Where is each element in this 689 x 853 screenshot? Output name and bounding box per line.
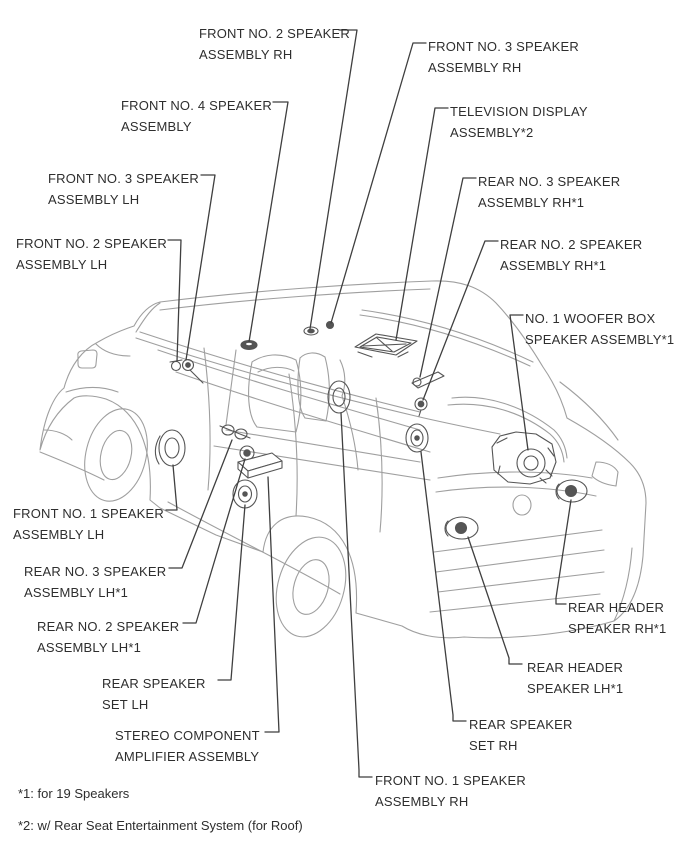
front-no1-speaker-lh-label-line: ASSEMBLY LH (13, 527, 105, 542)
front-no3-speaker-rh-label: FRONT NO. 3 SPEAKER ASSEMBLY RH (428, 36, 579, 78)
rear-header-speaker-rh-label-line: SPEAKER RH*1 (568, 621, 667, 636)
front-no1-speaker-rh-label-line: ASSEMBLY RH (375, 794, 469, 809)
rear-header-speaker-lh-label: REAR HEADER SPEAKER LH*1 (527, 657, 623, 699)
front-no1-speaker-lh-label: FRONT NO. 1 SPEAKER ASSEMBLY LH (13, 503, 164, 545)
front-no3-speaker-lh-label-line: ASSEMBLY LH (48, 192, 140, 207)
rear-speaker-set-lh-label-line: REAR SPEAKER (102, 676, 206, 691)
front-no1-speaker-lh-label-line: FRONT NO. 1 SPEAKER (13, 506, 164, 521)
rear-header-speaker-lh-icon (444, 516, 479, 540)
footnote-2: *2: w/ Rear Seat Entertainment System (f… (18, 818, 303, 833)
rear-no2-speaker-lh-label-line: ASSEMBLY LH*1 (37, 640, 142, 655)
rear-no2-speaker-lh-label-line: REAR NO. 2 SPEAKER (37, 619, 180, 634)
rear-speaker-set-rh-leader-line (420, 451, 467, 722)
television-display-label-line: TELEVISION DISPLAY (450, 104, 588, 119)
front-no3-speaker-lh-leader-line (185, 174, 216, 361)
front-no2-speaker-lh-label-line: ASSEMBLY LH (16, 257, 108, 272)
front-no2-speaker-lh-label: FRONT NO. 2 SPEAKER ASSEMBLY LH (16, 233, 167, 275)
television-display-label: TELEVISION DISPLAY ASSEMBLY*2 (450, 101, 588, 143)
front-no2-rh-roof-speaker-icon (303, 326, 319, 336)
front-no3-speaker-rh-leader-line (330, 42, 427, 324)
rear-no2-speaker-rh-label-line: REAR NO. 2 SPEAKER (500, 237, 643, 252)
rear-speaker-set-rh-label-line: SET RH (469, 738, 518, 753)
rear-no3-speaker-rh-label-line: ASSEMBLY RH*1 (478, 195, 585, 210)
no1-woofer-box-speaker-label-line: SPEAKER ASSEMBLY*1 (525, 332, 675, 347)
front-no2-speaker-rh-label: FRONT NO. 2 SPEAKER ASSEMBLY RH (199, 23, 350, 65)
front-no4-speaker-leader-line (248, 101, 289, 343)
front-no2-speaker-rh-label-line: ASSEMBLY RH (199, 47, 293, 62)
front-no4-speaker-label-line: ASSEMBLY (121, 119, 192, 134)
rear-no3-lh-speaker-icon (219, 424, 251, 440)
front-no3-speaker-lh-label: FRONT NO. 3 SPEAKER ASSEMBLY LH (48, 168, 199, 210)
stereo-component-amplifier-label-line: STEREO COMPONENT (115, 728, 260, 743)
rear-header-speaker-lh-label-line: SPEAKER LH*1 (527, 681, 624, 696)
front-no1-speaker-rh-label-line: FRONT NO. 1 SPEAKER (375, 773, 526, 788)
rear-no3-rh-bracket-icon (411, 371, 445, 389)
rear-no2-speaker-lh-label: REAR NO. 2 SPEAKER ASSEMBLY LH*1 (37, 616, 179, 658)
rear-speaker-set-rh-label: REAR SPEAKER SET RH (469, 714, 573, 756)
front-no4-speaker-label: FRONT NO. 4 SPEAKER ASSEMBLY (121, 95, 272, 137)
rear-quarter-speaker-rh-icon (405, 423, 429, 453)
rear-no3-speaker-lh-leader-line (168, 439, 233, 569)
front-no1-lh-speaker-icon (154, 429, 186, 467)
rear-no2-rh-tweeter-icon (414, 397, 428, 417)
footnote-1: *1: for 19 Speakers (18, 786, 130, 801)
rear-no2-speaker-rh-label: REAR NO. 2 SPEAKER ASSEMBLY RH*1 (500, 234, 642, 276)
rear-no3-speaker-lh-label-line: ASSEMBLY LH*1 (24, 585, 129, 600)
leader-lines (165, 29, 572, 778)
front-no1-speaker-rh-label: FRONT NO. 1 SPEAKER ASSEMBLY RH (375, 770, 526, 812)
rear-header-speaker-lh-label-line: REAR HEADER (527, 660, 624, 675)
front-no1-rh-speaker-icon (327, 380, 351, 414)
rear-header-speaker-rh-leader-line (555, 499, 572, 605)
television-display-leader-line (395, 107, 449, 341)
stereo-component-amplifier-label-line: AMPLIFIER ASSEMBLY (115, 749, 260, 764)
stereo-component-amplifier-leader-line (264, 476, 280, 733)
rear-no3-speaker-rh-label: REAR NO. 3 SPEAKER ASSEMBLY RH*1 (478, 171, 620, 213)
rear-no3-speaker-rh-leader-line (419, 177, 477, 378)
rear-speaker-set-lh-leader-line (217, 504, 246, 681)
car-body-outline (39, 280, 647, 639)
front-no1-speaker-lh-leader-line (165, 464, 178, 511)
front-no4-speaker-label-line: FRONT NO. 4 SPEAKER (121, 98, 272, 113)
rear-header-speaker-rh-icon (555, 479, 588, 503)
front-no2-speaker-lh-leader-line (167, 239, 182, 362)
rear-no2-speaker-lh-leader-line (182, 458, 246, 624)
rear-header-speaker-lh-leader-line (467, 536, 523, 665)
amplifier-icon (237, 452, 283, 479)
rear-header-speaker-rh-label-line: REAR HEADER (568, 600, 665, 615)
front-no4-roof-speaker-icon (240, 339, 258, 351)
front-no2-speaker-rh-leader-line (309, 29, 358, 330)
front-no1-speaker-rh-leader-line (340, 412, 373, 778)
television-display-label-line: ASSEMBLY*2 (450, 125, 534, 140)
front-no2-lh-tweeter-icon (169, 358, 204, 384)
front-no3-speaker-lh-label-line: FRONT NO. 3 SPEAKER (48, 171, 199, 186)
front-no2-speaker-lh-label-line: FRONT NO. 2 SPEAKER (16, 236, 167, 251)
rear-no3-speaker-rh-label-line: REAR NO. 3 SPEAKER (478, 174, 621, 189)
rear-no2-speaker-rh-leader-line (422, 240, 499, 401)
front-no3-rh-speaker-icon (325, 320, 335, 330)
rear-speaker-set-lh-label: REAR SPEAKER SET LH (102, 673, 206, 715)
rear-speaker-set-lh-label-line: SET LH (102, 697, 149, 712)
rear-no2-speaker-rh-label-line: ASSEMBLY RH*1 (500, 258, 607, 273)
rear-no3-speaker-lh-label: REAR NO. 3 SPEAKER ASSEMBLY LH*1 (24, 561, 166, 603)
television-display-icon (354, 333, 418, 358)
rear-speaker-set-rh-label-line: REAR SPEAKER (469, 717, 573, 732)
stereo-component-amplifier-label: STEREO COMPONENT AMPLIFIER ASSEMBLY (115, 725, 260, 767)
rear-no2-lh-tweeter-icon (239, 445, 255, 461)
woofer-box-icon (491, 431, 557, 485)
front-no3-speaker-rh-label-line: ASSEMBLY RH (428, 60, 522, 75)
rear-no3-speaker-lh-label-line: REAR NO. 3 SPEAKER (24, 564, 167, 579)
no1-woofer-box-speaker-label: NO. 1 WOOFER BOX SPEAKER ASSEMBLY*1 (525, 308, 674, 350)
rear-speaker-set-lh-icon (232, 479, 258, 509)
no1-woofer-box-speaker-leader-line (509, 314, 529, 451)
front-no2-speaker-rh-label-line: FRONT NO. 2 SPEAKER (199, 26, 350, 41)
rear-header-speaker-rh-label: REAR HEADER SPEAKER RH*1 (568, 597, 667, 639)
no1-woofer-box-speaker-label-line: NO. 1 WOOFER BOX (525, 311, 656, 326)
front-no3-speaker-rh-label-line: FRONT NO. 3 SPEAKER (428, 39, 579, 54)
